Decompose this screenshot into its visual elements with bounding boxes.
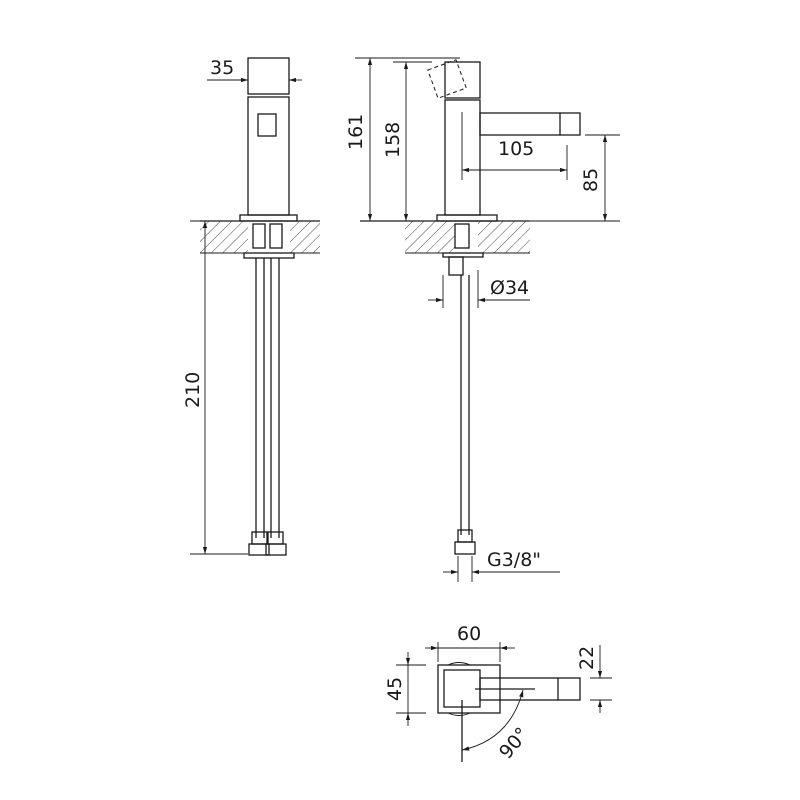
side-body — [444, 99, 481, 216]
dim-body-depth-45: 45 — [384, 677, 406, 701]
countertop-left — [200, 221, 248, 253]
dim-rotation-angle: 90° — [495, 723, 534, 763]
side-handle-rotated — [427, 59, 467, 99]
side-countertop-right — [478, 221, 530, 253]
dim-body-height-158: 158 — [382, 122, 404, 158]
dim-spout-width-22: 22 — [576, 646, 598, 670]
front-handle — [247, 57, 290, 95]
front-body — [247, 96, 290, 216]
side-handle — [444, 61, 481, 99]
dim-base-diameter: Ø34 — [490, 277, 529, 299]
side-base-plate — [436, 214, 498, 222]
dim-spout-height-85: 85 — [580, 168, 602, 192]
side-countertop-left — [405, 221, 455, 253]
front-mounting-nut — [243, 252, 295, 259]
dim-thread: G3/8" — [487, 549, 541, 571]
front-view: 35 210 — [182, 57, 320, 556]
dim-spout-reach-105: 105 — [498, 138, 534, 160]
dim-total-height-161: 161 — [345, 114, 367, 150]
dim-hose-length-210: 210 — [182, 372, 204, 408]
top-view: 90° 60 45 22 — [384, 623, 612, 763]
dim-width-35: 35 — [210, 57, 234, 79]
side-spout — [479, 112, 581, 136]
dim-body-length-60: 60 — [457, 623, 481, 645]
front-aerator — [257, 113, 277, 137]
front-base-plate — [239, 214, 298, 222]
countertop-right — [290, 221, 320, 253]
front-hoses — [248, 223, 287, 556]
side-view: 161 158 105 85 Ø34 G3/8" — [345, 57, 620, 582]
